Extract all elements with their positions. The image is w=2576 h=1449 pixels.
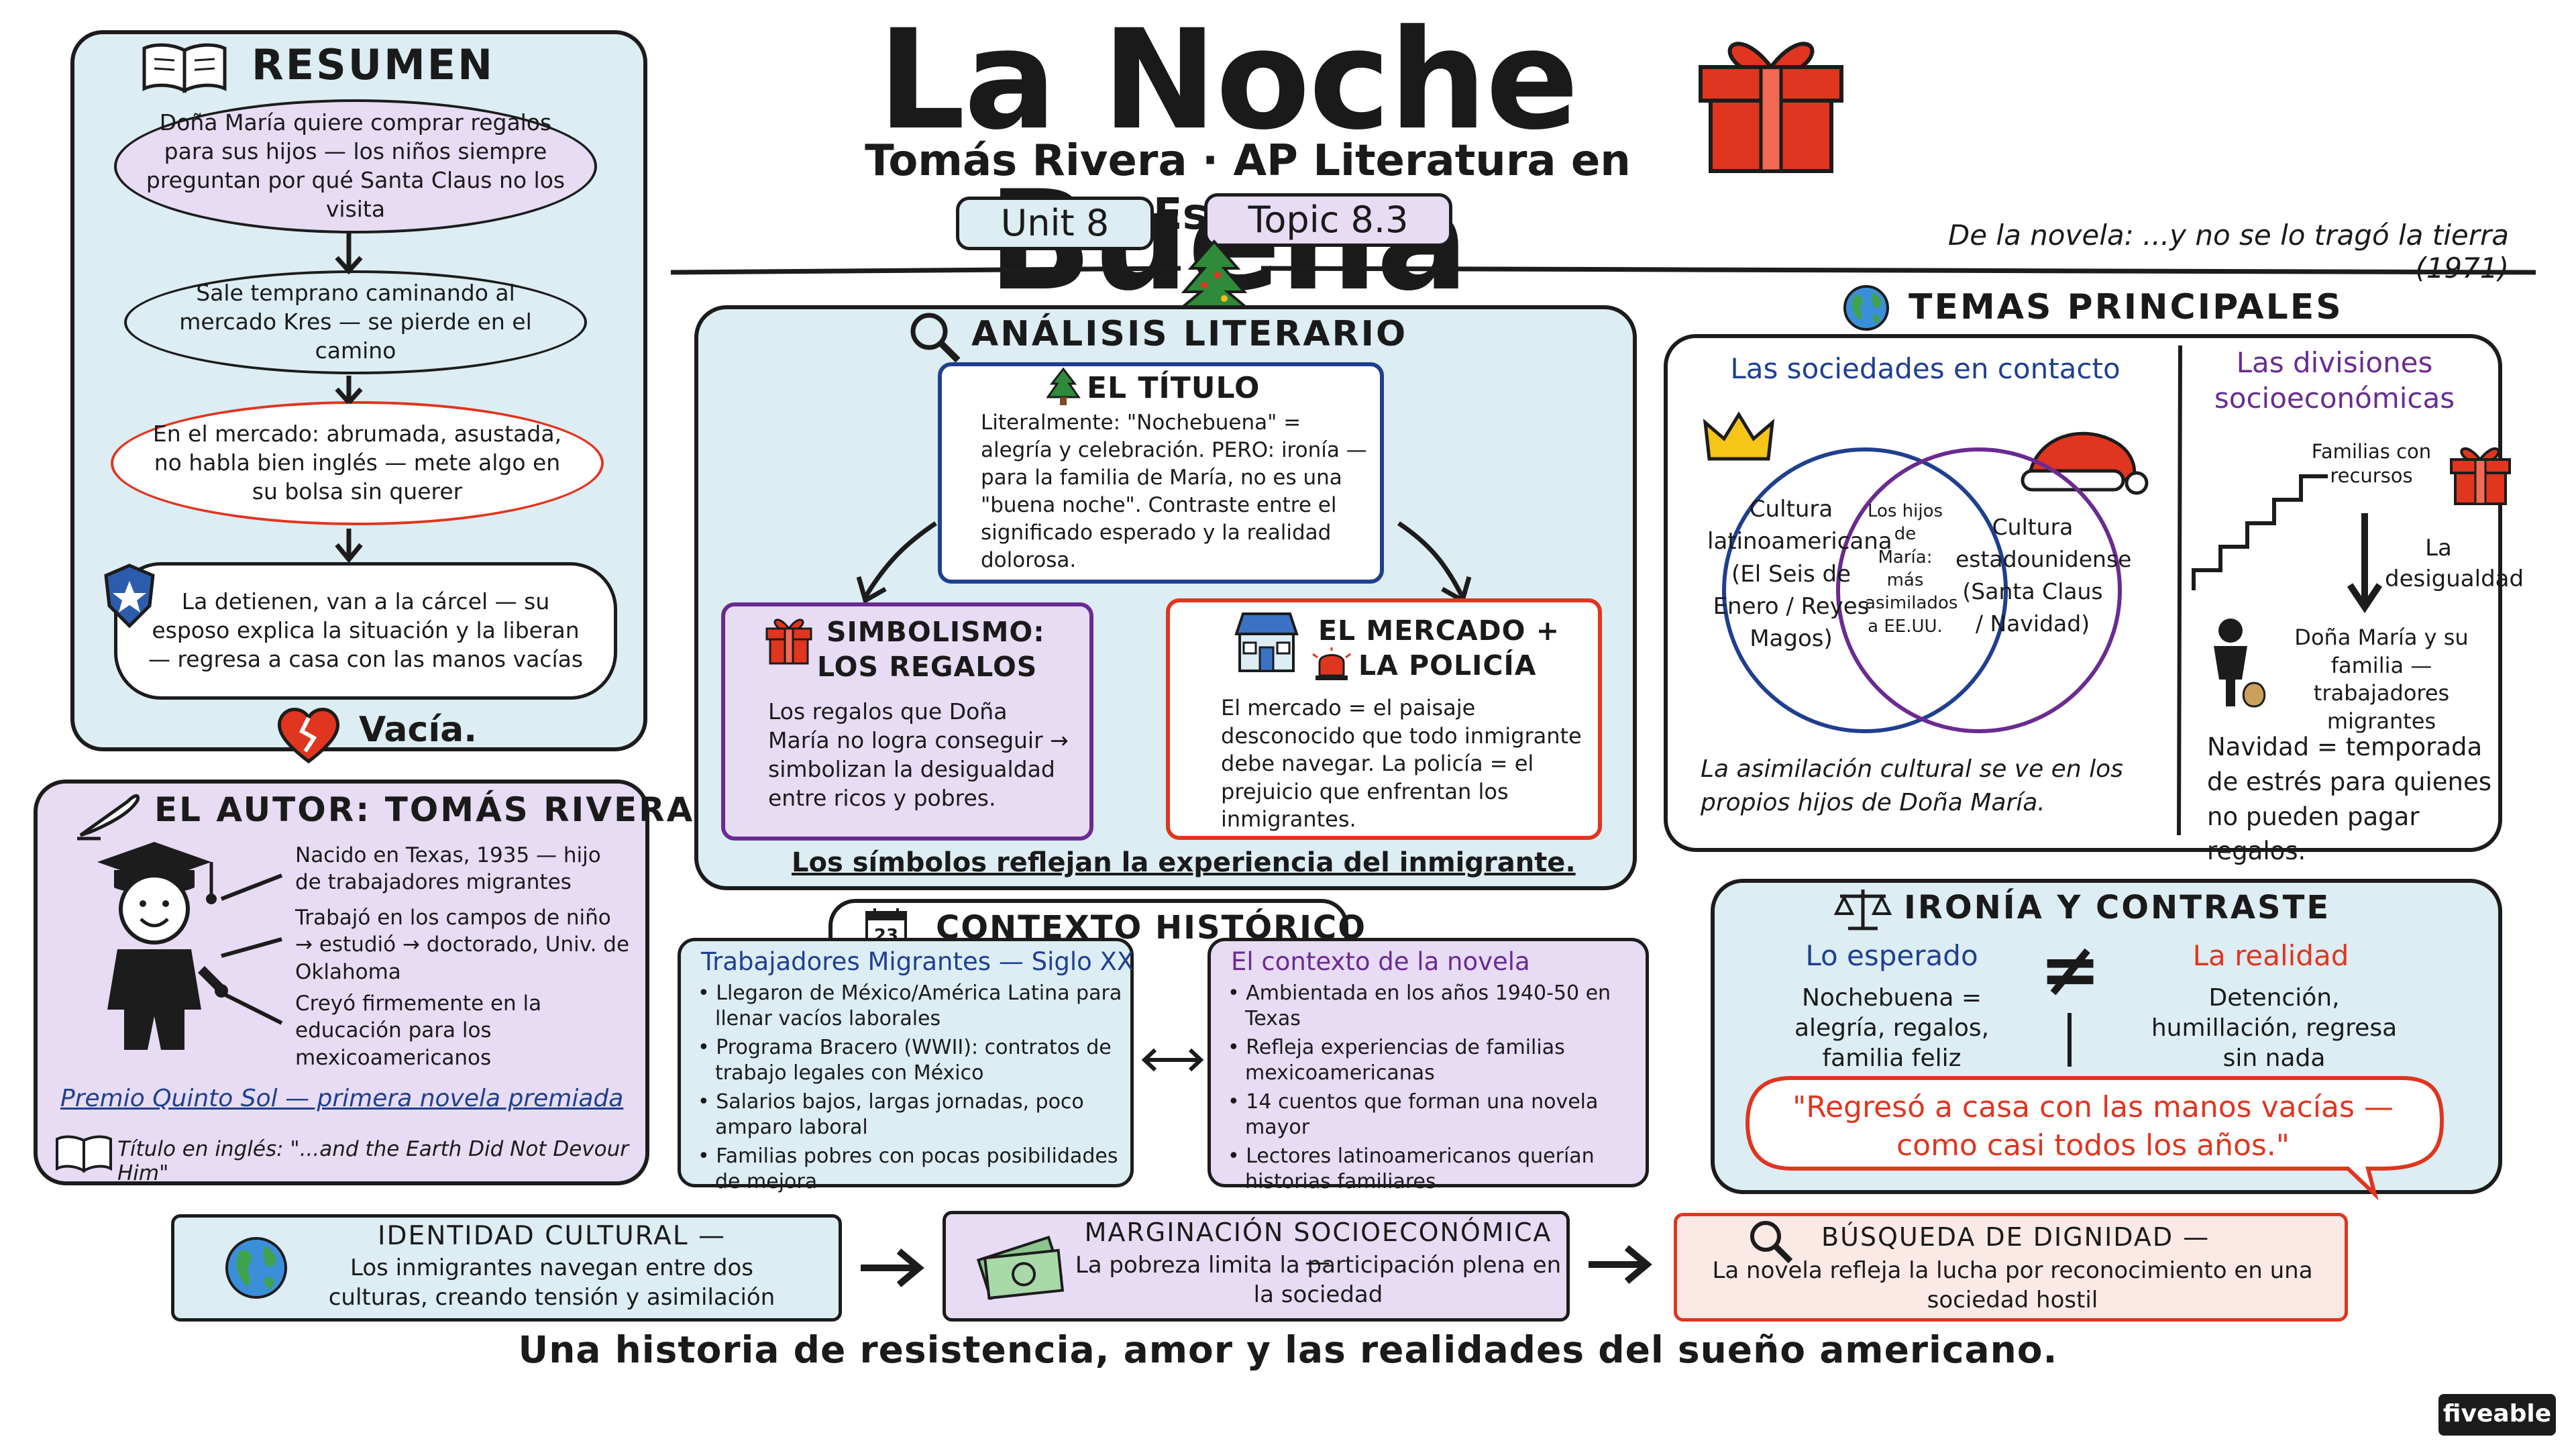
mercado-text: El mercado = el paisaje desconocido que … — [1221, 695, 1582, 833]
quote-bubble — [1745, 1076, 2445, 1201]
list-item: Llegaron de México/América Latina para l… — [698, 981, 1127, 1031]
list-item: 14 cuentos que forman una novela mayor — [1228, 1089, 1637, 1140]
esperado-text: Nochebuena = alegría, regalos, familia f… — [1794, 984, 1990, 1072]
simbolismo-text: Los regalos que Doña María no logra cons… — [768, 698, 1069, 811]
ironia-divider — [2068, 1013, 2072, 1067]
autor-connectors — [220, 873, 283, 1025]
resumen-step-4: La detienen, van a la cárcel — su esposo… — [114, 562, 617, 700]
unit-badge: Unit 8 — [956, 197, 1154, 250]
analisis-titulo-box — [938, 362, 1384, 584]
resumen-step-2: Sale temprano caminando al mercado Kres … — [124, 270, 587, 374]
sociedades-head: Las sociedades en contacto — [1730, 352, 2121, 385]
ironia-quote: "Regresó a casa con las manos vacías — c… — [1792, 1090, 2394, 1163]
globe-icon — [225, 1237, 287, 1299]
dona-maria-familia: Doña María y su familia — trabajadores m… — [2294, 625, 2469, 734]
resumen-step-3: En el mercado: abrumada, asustada, no ha… — [111, 401, 604, 525]
gift-icon — [765, 619, 812, 665]
mercado-head-1: EL MERCADO + — [1318, 614, 1560, 647]
tagline: Una historia de resistencia, amor y las … — [518, 1328, 2058, 1371]
broken-heart-icon — [277, 708, 340, 764]
marginacion-head: MARGINACIÓN SOCIOECONÓMICA — — [1084, 1218, 1552, 1277]
divisiones-head: Las divisiones socioeconómicas — [2214, 346, 2455, 415]
autor-fact-2: Trabajó en los campos de niño → estudió … — [295, 906, 630, 984]
money-icon — [976, 1235, 1065, 1301]
right-arrow-icon — [861, 1248, 924, 1287]
list-item: Familias pobres con pocas posibilidades … — [698, 1144, 1127, 1194]
police-badge-icon — [104, 564, 155, 629]
contexto-right-head: El contexto de la novela — [1231, 947, 1530, 976]
sociedades-caption: La asimilación cultural se ve en los pro… — [1701, 755, 2123, 817]
list-item: Ambientada en los años 1940-50 en Texas — [1228, 981, 1637, 1031]
autor-premio: Premio Quinto Sol — primera novela premi… — [60, 1085, 624, 1112]
autor-fact-3: Creyó firmemente en la educación para lo… — [295, 991, 542, 1070]
venn-mid-text: Los hijos de María: más asimilados a EE.… — [1865, 501, 1958, 637]
esperado-head: Lo esperado — [1805, 939, 1978, 972]
realidad-head: La realidad — [2192, 939, 2349, 972]
identidad-head: IDENTIDAD CULTURAL — — [378, 1221, 726, 1251]
quill-icon — [77, 794, 140, 841]
identidad-text: Los inmigrantes navegan entre dos cultur… — [328, 1254, 775, 1311]
contexto-right-list: Ambientada en los años 1940-50 en Texas … — [1228, 981, 1637, 1198]
busqueda-text: La novela refleja la lucha por reconocim… — [1712, 1257, 2313, 1314]
desigualdad-label: La desigualdad — [2385, 535, 2524, 592]
gift-icon — [1699, 42, 1843, 173]
list-item: Lectores latinoamericanos querían histor… — [1228, 1144, 1637, 1194]
analisis-title: ANÁLISIS LITERARIO — [971, 314, 1408, 354]
crown-icon — [1703, 411, 1775, 461]
santa-hat-icon — [2021, 431, 2149, 495]
magnifier-icon — [1750, 1221, 1793, 1264]
resumen-result: Vacía. — [359, 710, 477, 750]
realidad-text: Detención, humillación, regresa sin nada — [2151, 984, 2398, 1072]
list-item: Programa Bracero (WWII): contratos de tr… — [698, 1035, 1127, 1085]
source-note: De la novela: ...y no se lo tragó la tie… — [1947, 219, 2509, 284]
siren-icon — [1312, 647, 1351, 680]
busqueda-banner — [1674, 1213, 2348, 1322]
resumen-title: RESUMEN — [252, 40, 495, 89]
ironia-title: IRONÍA Y CONTRASTE — [1904, 889, 2331, 926]
double-arrow-icon — [1141, 1048, 1204, 1072]
neq-symbol: ≠ — [2039, 926, 2102, 1012]
temas-title: TEMAS PRINCIPALES — [1909, 287, 2343, 327]
list-item: Salarios bajos, largas jornadas, poco am… — [698, 1089, 1127, 1140]
venn-right-text: Cultura estadounidense (Santa Claus / Na… — [1955, 514, 2132, 637]
stairs-icon — [2192, 474, 2328, 590]
book-icon — [142, 43, 227, 94]
analisis-arrows — [856, 521, 1472, 604]
gift-icon — [2450, 447, 2511, 505]
analisis-footer: Los símbolos reflejan la experiencia del… — [792, 847, 1576, 878]
busqueda-head: BÚSQUEDA DE DIGNIDAD — — [1821, 1222, 2210, 1252]
contexto-left-head: Trabajadores Migrantes — Siglo XX — [701, 947, 1134, 976]
venn-diagram — [1722, 447, 2122, 733]
right-arrow-icon — [1589, 1245, 1652, 1284]
navidad-estres: Navidad = temporada de estrés para quien… — [2207, 733, 2492, 866]
magnifier-icon — [910, 313, 961, 363]
fiveable-logo: fiveable — [2438, 1394, 2556, 1436]
simbolismo-head-2: LOS REGALOS — [817, 651, 1038, 683]
analisis-titulo-head: EL TÍTULO — [1087, 371, 1260, 405]
scale-icon — [1833, 890, 1892, 930]
autor-title: EL AUTOR: TOMÁS RIVERA — [154, 790, 695, 829]
analisis-titulo-text: Literalmente: "Nochebuena" = alegría y c… — [981, 411, 1367, 572]
graduate-icon — [97, 842, 228, 1050]
autor-fact-1: Nacido en Texas, 1935 — hijo de trabajad… — [295, 843, 601, 895]
header-divider — [670, 266, 2536, 275]
simbolismo-head-1: SIMBOLISMO: — [826, 616, 1045, 648]
autor-titulo-ingles: Título en inglés: "...and the Earth Did … — [117, 1137, 629, 1185]
venn-left-text: Cultura latinoamericana (El Seis de Ener… — [1707, 496, 1892, 653]
mercado-head-2: LA POLICÍA — [1358, 649, 1537, 682]
globe-icon — [1843, 285, 1889, 331]
tree-icon — [1046, 367, 1081, 405]
contexto-left-list: Llegaron de México/América Latina para l… — [698, 981, 1127, 1198]
list-item: Refleja experiencias de familias mexicoa… — [1228, 1035, 1637, 1085]
marginacion-text: La pobreza limita la participación plena… — [1075, 1252, 1562, 1309]
down-arrow-icon — [2347, 513, 2383, 614]
resumen-step-1: Doña María quiere comprar regalos para s… — [114, 99, 597, 233]
store-icon — [1234, 612, 1299, 672]
money-bag-figure-icon — [2214, 619, 2266, 708]
topic-badge: Topic 8.3 — [1204, 193, 1452, 247]
familias-recursos: Familias con recursos — [2311, 440, 2432, 488]
flow-arrows — [335, 233, 363, 564]
book-icon — [56, 1135, 112, 1173]
temas-divider — [2177, 345, 2182, 836]
